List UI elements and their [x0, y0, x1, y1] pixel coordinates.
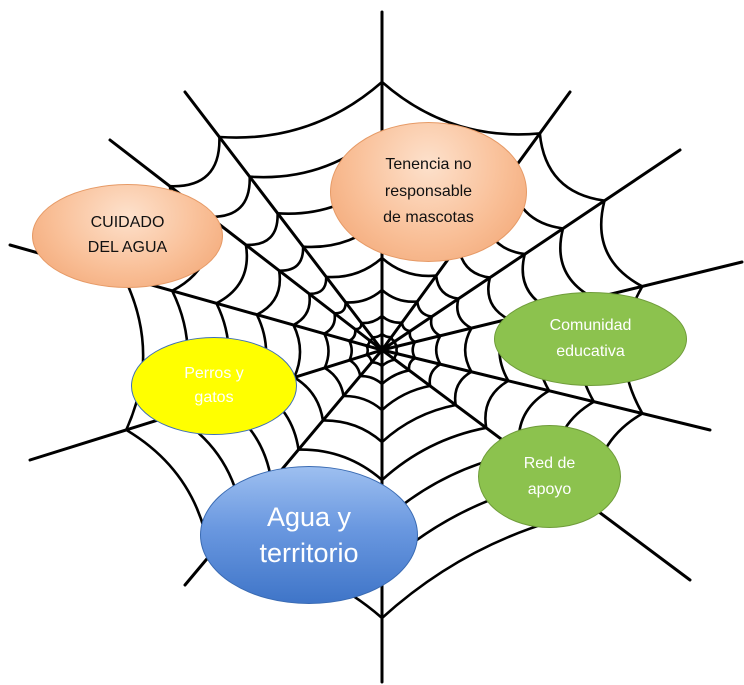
- node-label: Red de apoyo: [523, 454, 576, 498]
- node-agua-y-territorio: Agua y territorio: [200, 466, 418, 604]
- web-ring: [291, 257, 474, 444]
- node-tenencia-no-responsable: Tenencia no responsable de mascotas: [330, 122, 527, 262]
- node-perros-y-gatos: Perros y gatos: [131, 337, 297, 435]
- web-ring: [122, 81, 645, 620]
- web-spoke: [380, 348, 712, 432]
- node-label: Comunidad educativa: [549, 317, 632, 360]
- node-red-de-apoyo: Red de apoyo: [478, 425, 621, 528]
- web-ring: [347, 315, 417, 386]
- node-label: Agua y territorio: [259, 501, 359, 568]
- node-label: Perros y gatos: [184, 365, 244, 406]
- node-comunidad-educativa: Comunidad educativa: [494, 292, 687, 386]
- web-ring: [255, 219, 511, 482]
- node-cuidado-del-agua: CUIDADO DEL AGUA: [32, 184, 223, 288]
- web-spoke: [183, 90, 384, 352]
- node-label: CUIDADO DEL AGUA: [87, 214, 168, 256]
- web-ring: [322, 289, 443, 412]
- web-ring: [364, 332, 400, 368]
- node-label: Tenencia no responsable de mascotas: [383, 156, 474, 227]
